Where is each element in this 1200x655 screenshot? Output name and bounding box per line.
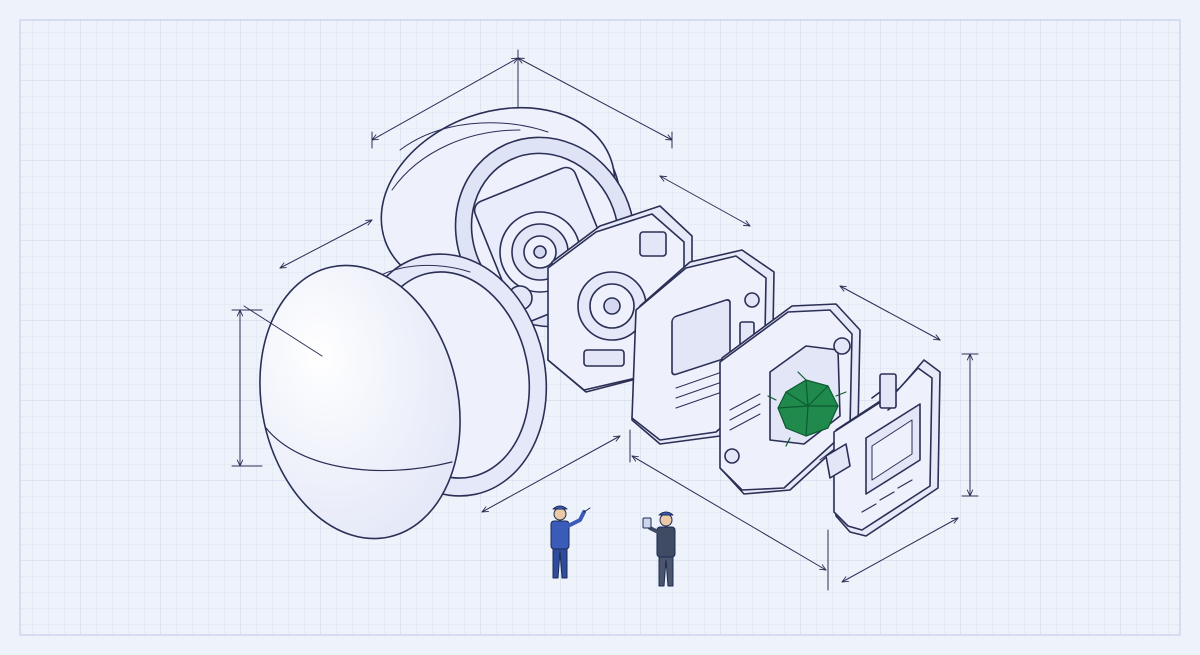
dome-lens xyxy=(243,253,548,540)
circuit-core-module xyxy=(719,303,861,495)
engineer-holding-tablet xyxy=(642,511,676,587)
dimension-lines xyxy=(231,49,979,591)
green-energy-core xyxy=(767,371,847,447)
engineer-pointing xyxy=(550,505,591,579)
end-cap-screen-panel xyxy=(825,359,941,537)
